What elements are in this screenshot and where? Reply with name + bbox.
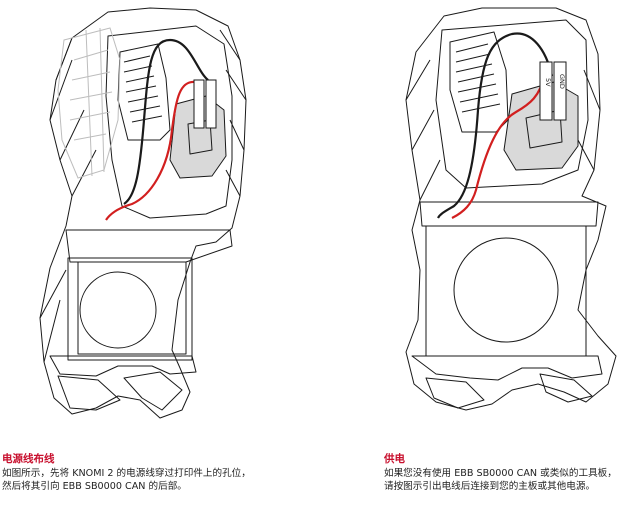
knomi-wiring-illustration-right: GND 5V (405, 7, 617, 411)
power-connector (193, 79, 217, 129)
caption-left-title: 电源线布线 (2, 453, 55, 465)
caption-right-line-2: 请按图示引出电线后连接到您的主板或其他电源。 (384, 481, 596, 492)
power-wire-black (437, 32, 554, 219)
connector-label-5v: 5V (544, 78, 552, 87)
knomi-wiring-illustration-left (39, 7, 247, 419)
caption-left-line-2: 然后将其引向 EBB SB0000 CAN 的后部。 (2, 481, 187, 492)
toolhead-shell-outline (405, 7, 617, 411)
power-wire-red (451, 75, 546, 219)
caption-right-title: 供电 (384, 453, 405, 465)
power-wire-black (123, 38, 209, 205)
caption-left-line-1: 如图所示，先将 KNOMI 2 的电源线穿过打印件上的孔位， (2, 468, 251, 479)
caption-right: 供电 如果您没有使用 EBB SB0000 CAN 或类似的工具板， 请按图示引… (384, 452, 630, 493)
ebb-pcb (117, 43, 171, 141)
toolhead-shell-outline (39, 7, 247, 419)
power-wire-red (105, 80, 197, 221)
connector-label-gnd: GND (558, 74, 566, 89)
caption-left: 电源线布线 如图所示，先将 KNOMI 2 的电源线穿过打印件上的孔位， 然后将… (2, 452, 302, 493)
power-connector (539, 61, 567, 121)
caption-right-line-1: 如果您没有使用 EBB SB0000 CAN 或类似的工具板， (384, 468, 617, 479)
